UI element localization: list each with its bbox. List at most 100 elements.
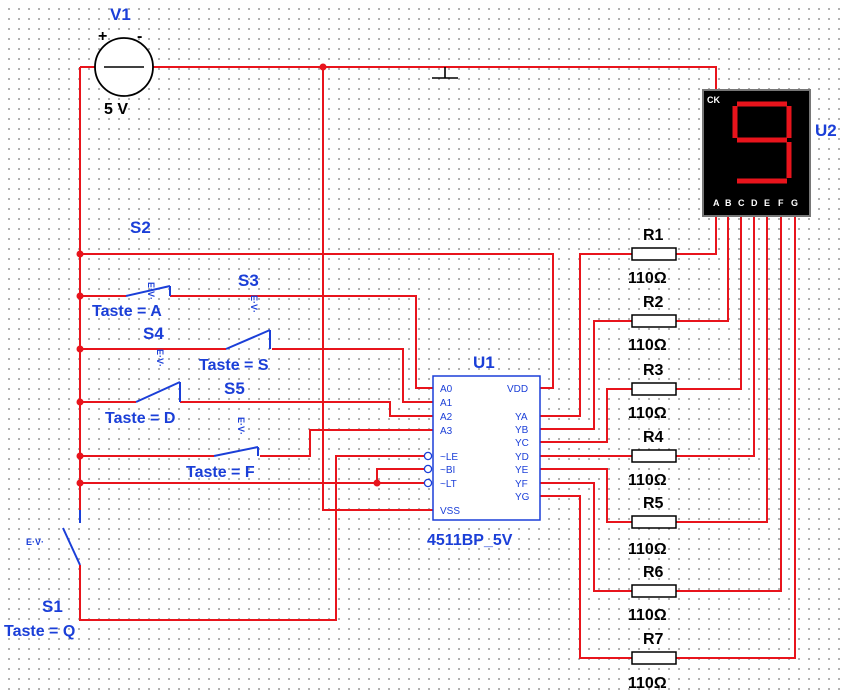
switch-glyph: E·V· <box>26 537 44 547</box>
junction-dot <box>76 452 84 460</box>
resistor-r2[interactable]: R2 110Ω <box>628 294 677 354</box>
junction-dot <box>319 63 327 71</box>
switch-s4[interactable]: E·V· S4 Taste = D <box>105 324 181 427</box>
wire-a3 <box>260 429 433 457</box>
pin-a2: A2 <box>440 412 453 423</box>
wire-a0 <box>170 295 433 389</box>
decoder-u1[interactable]: U1 4511BP_5V A0 A1 A2 A3 ~LE ~BI ~LT VSS… <box>423 353 541 549</box>
pin-yb: YB <box>515 425 529 436</box>
junction-dot <box>76 250 84 258</box>
resistor-body <box>631 382 677 396</box>
switch-blade <box>62 527 81 566</box>
display-pin-f: F <box>778 198 784 208</box>
r5-value-label: 110Ω <box>628 541 667 558</box>
pin-ya: YA <box>515 412 528 423</box>
s1-key-label: Taste = Q <box>4 623 75 640</box>
wire-ye <box>540 468 632 523</box>
wire-bi <box>376 468 424 483</box>
wire-r5-e <box>676 216 768 523</box>
lit-segments <box>732 101 792 184</box>
junction-dot <box>76 292 84 300</box>
wire-yg <box>540 495 632 659</box>
wire-vdd <box>80 253 554 389</box>
wire-r6-f <box>676 216 782 592</box>
r2-value-label: 110Ω <box>628 337 667 354</box>
wire-yf <box>540 482 632 592</box>
wire-top-rail <box>153 66 717 90</box>
s5-key-label: Taste = F <box>186 464 255 481</box>
wire-r7-g <box>676 216 796 659</box>
resistor-body <box>631 247 677 261</box>
wire-a2 <box>180 401 433 417</box>
wire-a1 <box>272 348 433 403</box>
display-pin-g: G <box>791 198 798 208</box>
s2-ref-label: S2 <box>130 218 151 237</box>
wire-s1-le <box>79 455 424 621</box>
pin-ye: YE <box>515 465 529 476</box>
s4-ref-label: S4 <box>143 324 164 343</box>
resistor-r5[interactable]: R5 110Ω <box>628 495 677 558</box>
junctions <box>76 63 381 487</box>
seven-segment-display-u2[interactable]: CK A B C D E F G U2 <box>702 89 837 217</box>
wire-vss <box>322 67 433 511</box>
wire-yb <box>540 320 632 430</box>
switch-s2[interactable]: E·V· S2 Taste = A <box>92 218 171 320</box>
r7-ref-label: R7 <box>643 631 664 648</box>
wire-r2-b <box>676 216 729 322</box>
junction-dot <box>373 479 381 487</box>
switch-blade <box>213 446 259 457</box>
switch-blade <box>125 285 171 297</box>
resistor-body <box>631 651 677 665</box>
switch-glyph: E·V· <box>249 295 259 313</box>
switch-s5[interactable]: E·V· S5 Taste = F <box>186 379 259 481</box>
junction-dot <box>76 479 84 487</box>
r1-ref-label: R1 <box>643 227 664 244</box>
decoder-body <box>432 375 541 521</box>
pin-a3: A3 <box>440 426 453 437</box>
s2-key-label: Taste = A <box>92 303 162 320</box>
switch-glyph: E·V· <box>236 417 246 435</box>
resistor-r1[interactable]: R1 110Ω <box>628 227 677 287</box>
switch-glyph: E·V· <box>146 282 156 300</box>
resistor-body <box>631 515 677 529</box>
resistor-body <box>631 314 677 328</box>
s3-key-label: Taste = S <box>199 357 269 374</box>
display-body <box>702 89 811 217</box>
junction-dot <box>76 345 84 353</box>
inversion-bubble <box>423 464 433 474</box>
display-pin-d: D <box>751 198 758 208</box>
resistor-body <box>631 584 677 598</box>
display-pin-a: A <box>713 198 720 208</box>
s1-ref-label: S1 <box>42 597 63 616</box>
display-pin-e: E <box>764 198 770 208</box>
pin-a0: A0 <box>440 384 453 395</box>
switch-s3[interactable]: E·V· S3 Taste = S <box>199 271 271 374</box>
r3-ref-label: R3 <box>643 362 664 379</box>
display-pin-b: B <box>725 198 732 208</box>
wire-ya <box>540 253 632 417</box>
v1-ref-label: V1 <box>110 5 131 24</box>
inversion-bubble <box>423 478 433 488</box>
s4-key-label: Taste = D <box>105 410 175 427</box>
pin-vss: VSS <box>440 506 460 517</box>
pin-bi: ~BI <box>440 465 455 476</box>
u2-ref-label: U2 <box>815 121 837 140</box>
switch-s1[interactable]: E·V· S1 Taste = Q <box>4 510 81 640</box>
s5-ref-label: S5 <box>224 379 245 398</box>
resistor-body <box>631 449 677 463</box>
r2-ref-label: R2 <box>643 294 664 311</box>
r4-ref-label: R4 <box>643 429 664 446</box>
r3-value-label: 110Ω <box>628 405 667 422</box>
r7-value-label: 110Ω <box>628 675 667 692</box>
pin-yg: YG <box>515 492 530 503</box>
resistor-r4[interactable]: R4 110Ω <box>628 429 677 489</box>
resistor-r7[interactable]: R7 110Ω <box>628 631 677 692</box>
r4-value-label: 110Ω <box>628 472 667 489</box>
u1-ref-label: U1 <box>473 353 495 372</box>
v1-minus-label: - <box>137 28 142 45</box>
pin-yf: YF <box>515 479 528 490</box>
resistor-r3[interactable]: R3 110Ω <box>628 362 677 422</box>
r5-ref-label: R5 <box>643 495 664 512</box>
resistor-r6[interactable]: R6 110Ω <box>628 564 677 624</box>
voltage-source-v1[interactable]: V1 + - 5 V <box>94 5 154 118</box>
